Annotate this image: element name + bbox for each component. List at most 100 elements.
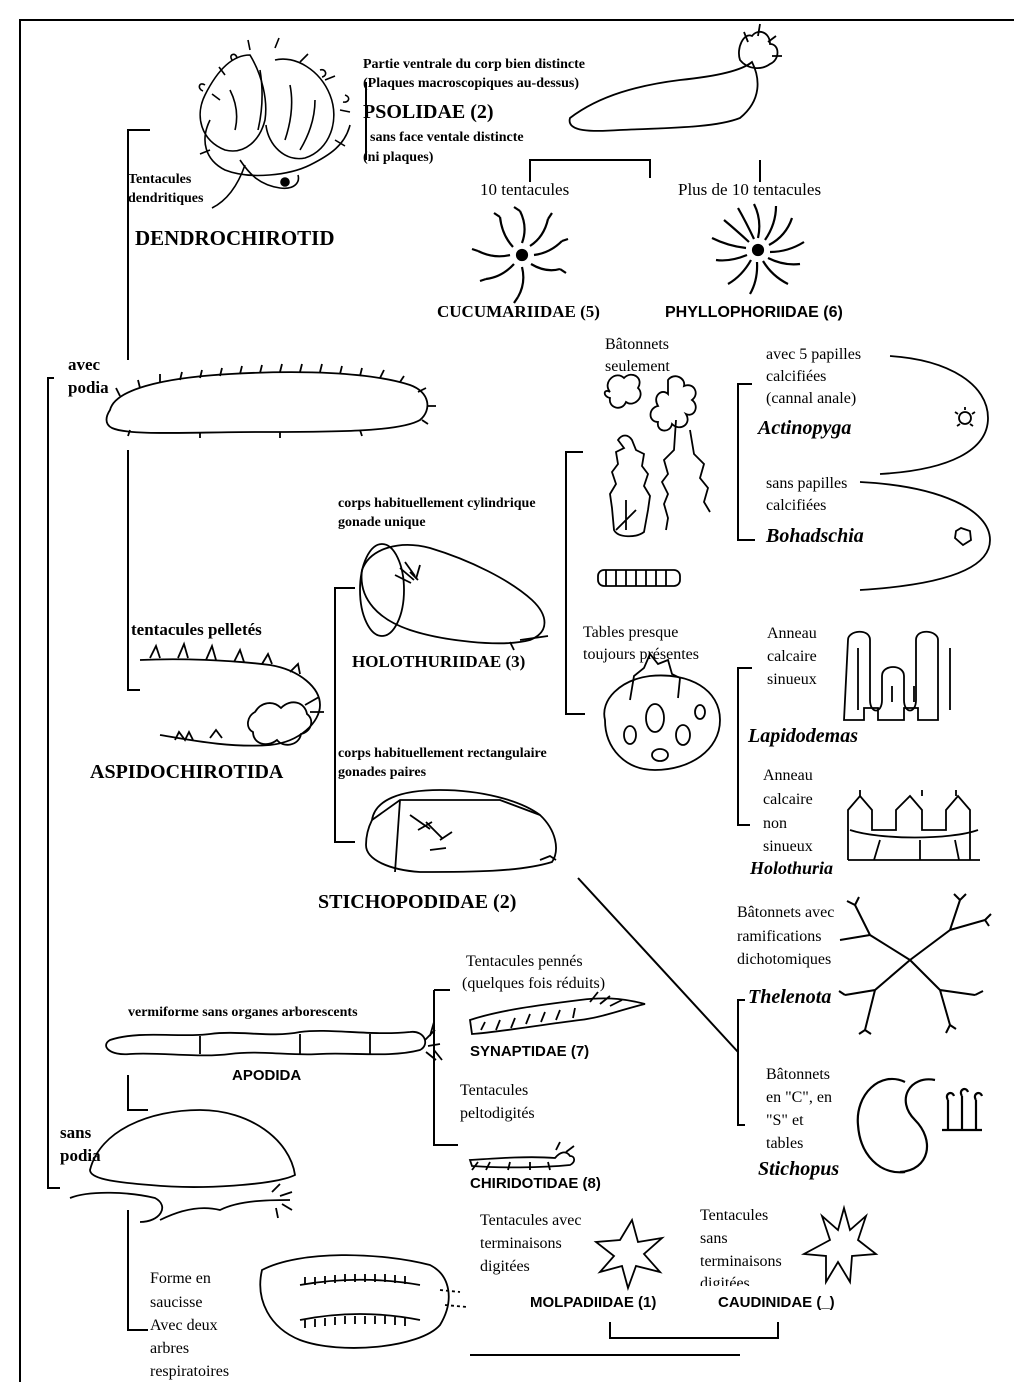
pinnate-tentacles-label: Tentacules pennés: [466, 952, 583, 971]
respiratory-trees-drawing: [260, 1255, 467, 1348]
stichopodidae-condition-2: gonades paires: [338, 765, 426, 782]
stichopus-condition-4: tables: [766, 1134, 803, 1153]
connector-molpadiidae-caudinidae: [610, 1322, 778, 1338]
stichopus-condition-1: Bâtonnets: [766, 1065, 830, 1084]
stichopodidae-family: STICHOPODIDAE (2): [318, 890, 516, 914]
synaptidae-drawing: [470, 992, 645, 1034]
cucumariidae-family: CUCUMARIIDAE (5): [437, 302, 600, 322]
digitate-tentacles-label: Tentacules avec: [480, 1211, 581, 1230]
actinopyga-anus-drawing: [880, 356, 988, 474]
non-digitate-label-2: sans: [700, 1229, 728, 1248]
tables-present-label-2: toujours présentes: [583, 645, 699, 664]
bohadschia-condition-2: calcifiées: [766, 496, 826, 515]
thelenota-condition-3: dichotomiques: [737, 950, 831, 969]
bohadschia-genus: Bohadschia: [766, 524, 864, 548]
holothuria-ring-drawing: [848, 790, 980, 860]
connector-root: [48, 378, 60, 1188]
apodida-title: APODIDA: [232, 1067, 301, 1085]
connector-molpadida: [128, 1075, 148, 1330]
stichopodidae-condition-1: corps habituellement rectangulaire: [338, 746, 547, 763]
no-plates-label: (ni plaques): [363, 150, 433, 167]
lapidodemas-condition-1: Anneau: [767, 624, 817, 643]
holothuria-condition-4: sinueux: [763, 837, 813, 856]
dendrochirotid-tentacle-drawing: [199, 38, 350, 208]
psolidae-drawing: [570, 24, 782, 131]
holothuria-condition-2: calcaire: [763, 790, 813, 809]
actinopyga-condition-1: avec 5 papilles: [766, 345, 861, 364]
stichopus-condition-2: en "C", en: [766, 1088, 832, 1107]
two-trees-label: Avec deux: [150, 1316, 218, 1335]
connector-thelenota-stichopus: [738, 1000, 745, 1125]
actinopyga-condition-3: (cannal anale): [766, 389, 856, 408]
thelenota-condition-1: Bâtonnets avec: [737, 903, 834, 922]
connector-dendro-split: [530, 160, 760, 182]
connector-apodida: [434, 990, 458, 1145]
actinopyga-condition-2: calcifiées: [766, 367, 826, 386]
peltodigitate-label-2: peltodigités: [460, 1104, 535, 1123]
stichopus-genus: Stichopus: [758, 1157, 839, 1181]
aspidochirotida-title: ASPIDOCHIROTIDA: [90, 760, 283, 784]
pelleted-tentacle-drawing: [140, 644, 324, 746]
bohadschia-condition-1: sans papilles: [766, 474, 847, 493]
pelleted-tentacles-label: tentacules pelletés: [131, 620, 262, 640]
dendritic-tentacles-label: Tentacules: [128, 172, 191, 189]
aspidochirotida-body-drawing: [107, 364, 437, 438]
peltodigitate-label: Tentacules: [460, 1081, 528, 1100]
sans-podia-label-2: podia: [60, 1146, 101, 1166]
tables-present-label: Tables presque: [583, 623, 678, 642]
ten-tentacles-label: 10 tentacules: [480, 180, 569, 200]
thelenota-spicule-drawing: [839, 894, 991, 1034]
vermiform-label: vermiforme sans organes arborescents: [128, 1005, 358, 1022]
stichopus-spicule-drawing: [858, 1079, 982, 1172]
more-than-ten-tentacles-label: Plus de 10 tentacules: [678, 180, 821, 200]
holothuriidae-condition-1: corps habituellement cylindrique: [338, 496, 536, 513]
stichopus-condition-3: "S" et: [766, 1111, 804, 1130]
dendrochirotid-title: DENDROCHIROTID: [135, 226, 335, 251]
molpadiidae-family: MOLPADIIDAE (1): [530, 1294, 656, 1312]
psolidae-condition-2: (Plaques macroscopiques au-dessus): [363, 76, 579, 93]
non-digitate-label-3: terminaisons: [700, 1252, 782, 1271]
molpadida-body-drawing: [70, 1110, 295, 1222]
lapidodemas-condition-2: calcaire: [767, 647, 817, 666]
avec-podia-label-2: podia: [68, 378, 109, 398]
connector-holo-sticho: [335, 588, 355, 842]
holothuriidae-family: HOLOTHURIIDAE (3): [352, 652, 525, 672]
apodida-worm-drawing: [106, 1022, 442, 1060]
phyllophoriidae-crown: [712, 204, 804, 294]
digitate-tentacles-label-2: terminaisons: [480, 1234, 562, 1253]
dendritic-tentacles-label-2: dendritiques: [128, 191, 203, 208]
connector-holothuria-genera: [566, 452, 585, 714]
rod-spicules-drawing: [598, 375, 710, 586]
chiridotidae-family: CHIRIDOTIDAE (8): [470, 1175, 601, 1193]
lapidodemas-condition-3: sinueux: [767, 670, 817, 689]
connector-actino-boha: [738, 384, 755, 540]
caudinidae-tentacle-drawing: [804, 1208, 876, 1282]
molpadiidae-tentacle-drawing: [596, 1220, 662, 1288]
psolidae-condition-1: Partie ventrale du corp bien distincte: [363, 57, 585, 74]
rods-only-label-2: seulement: [605, 357, 670, 376]
holothuria-condition-1: Anneau: [763, 766, 813, 785]
avec-podia-label: avec: [68, 355, 100, 375]
actinopyga-genus: Actinopyga: [758, 416, 851, 440]
non-digitate-label-4: digitées: [700, 1274, 750, 1286]
sans-podia-label: sans: [60, 1123, 91, 1143]
holothuriidae-condition-2: gonade unique: [338, 515, 426, 532]
two-trees-label-2: arbres: [150, 1339, 189, 1358]
rods-only-label: Bâtonnets: [605, 335, 669, 354]
holothuria-condition-3: non: [763, 814, 787, 833]
two-trees-label-3: respiratoires: [150, 1362, 229, 1381]
holothuriidae-drawing: [360, 544, 548, 650]
non-digitate-label: Tentacules: [700, 1206, 768, 1225]
connector-sticho-diagonal: [578, 878, 738, 1052]
pinnate-tentacles-label-2: (quelques fois réduits): [462, 974, 605, 993]
cucumariidae-crown: [472, 207, 568, 303]
no-ventral-face-label: sans face ventale distincte: [370, 130, 524, 147]
holothuria-genus: Holothuria: [750, 858, 833, 880]
caudinidae-family: CAUDINIDAE (_): [718, 1294, 835, 1312]
digitate-tentacles-label-3: digitées: [480, 1257, 530, 1276]
psolidae-family: PSOLIDAE (2): [363, 100, 494, 124]
lapidodemas-ring-drawing: [844, 632, 950, 720]
thelenota-condition-2: ramifications: [737, 927, 821, 946]
stichopodidae-drawing: [366, 790, 556, 872]
lapidodemas-genus: Lapidodemas: [748, 724, 858, 748]
